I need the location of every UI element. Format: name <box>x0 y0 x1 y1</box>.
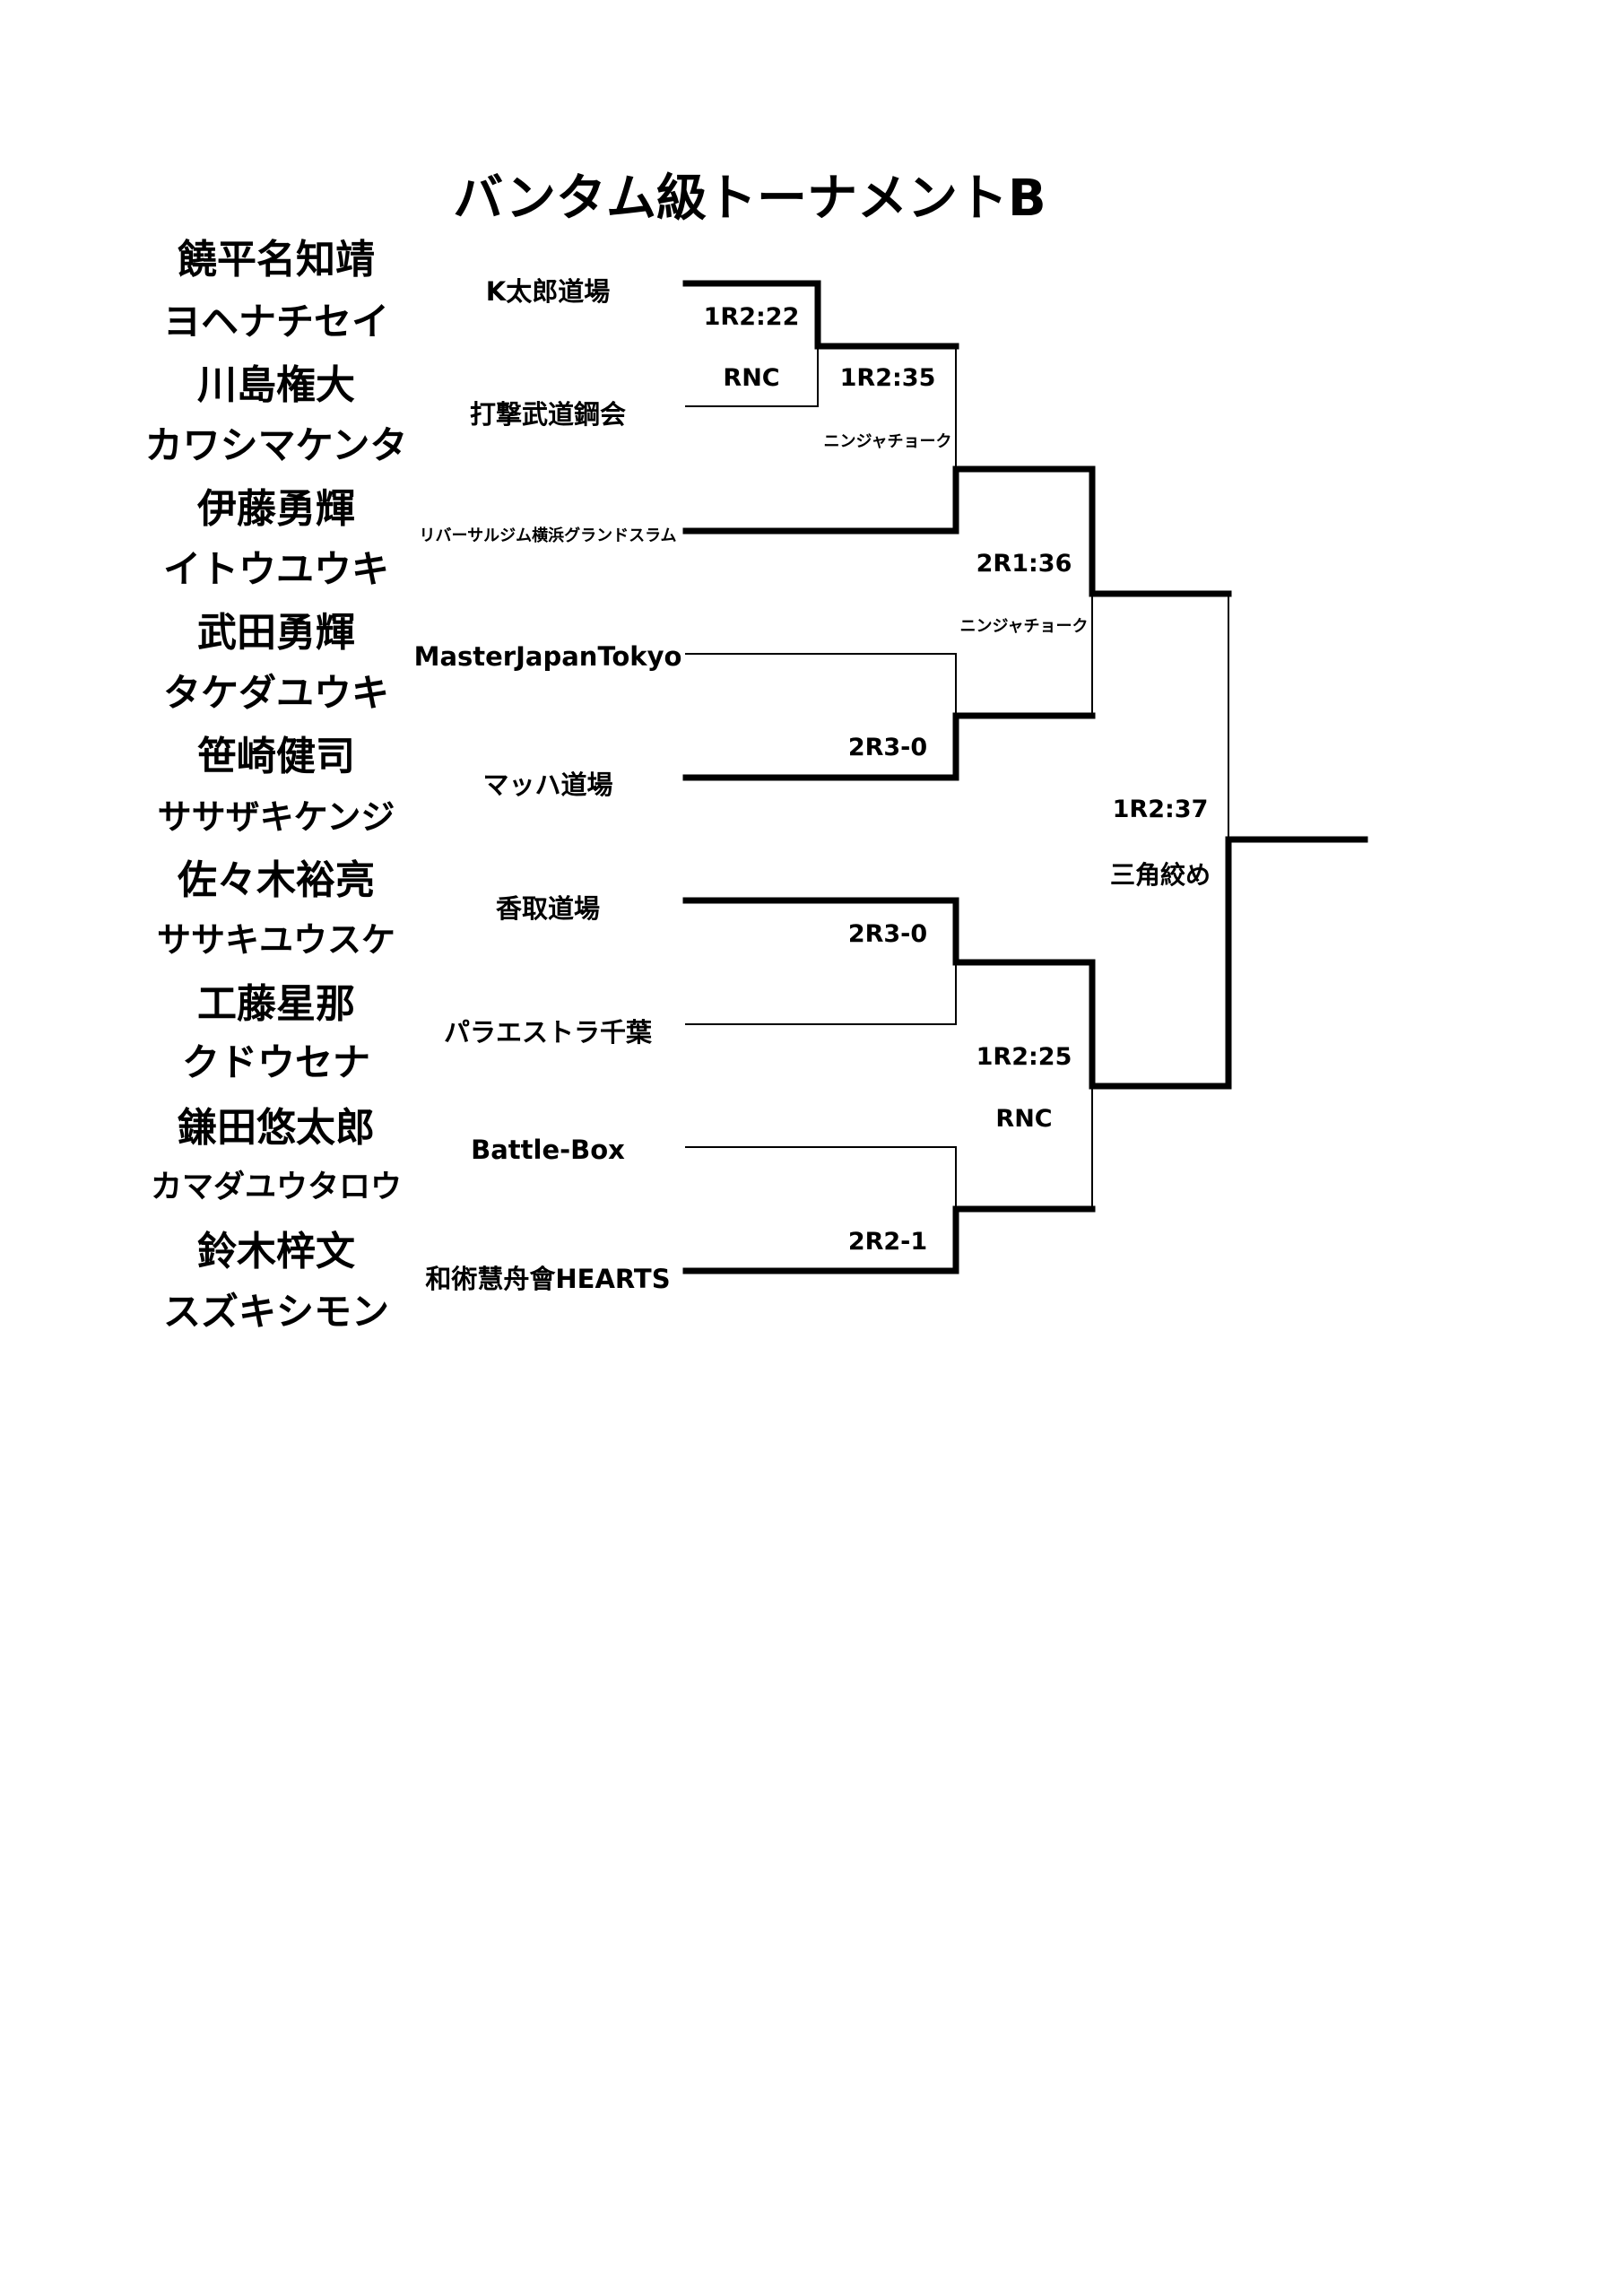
page-title: バンタム級トーナメントB <box>453 170 1046 228</box>
gym-5: マッハ道場 <box>482 770 613 800</box>
bracket-line-m1-loser <box>685 345 819 407</box>
fighter-1-reading: ヨヘナチセイ <box>162 300 390 344</box>
gym-7: パラエストラ千葉 <box>443 1017 653 1048</box>
sf2-time: 1R2:25 <box>976 1043 1072 1071</box>
fighter-1-name: 饒平名知靖 <box>178 237 375 283</box>
bracket-line-m1-winner <box>682 280 959 350</box>
bracket-line-m4-winner <box>682 897 1096 966</box>
gym-4: MasterJapanTokyo <box>413 641 682 672</box>
m3-result: 2R3-0 <box>847 734 928 761</box>
gym-6: 香取道場 <box>495 893 601 924</box>
m2-method: ニンジャチョーク <box>823 432 952 451</box>
final-time: 1R2:37 <box>1112 796 1209 823</box>
gym-3: リバーサルジム横浜グランドスラム <box>419 526 677 545</box>
gym-8: Battle-Box <box>471 1135 625 1165</box>
fighter-5-name: 笹崎健司 <box>197 734 355 779</box>
fighter-6-reading: ササキユウスケ <box>156 920 396 960</box>
bracket-line-m5-winner <box>682 1205 1096 1274</box>
fighter-6-name: 佐々木裕亮 <box>178 857 375 903</box>
fighter-9-reading: スズキシモン <box>162 1290 390 1334</box>
m4-result: 2R3-0 <box>847 920 928 948</box>
bracket-line-sf1-winner <box>1089 465 1232 597</box>
m5-result: 2R2-1 <box>847 1228 928 1256</box>
fighter-4-reading: タケダユウキ <box>162 671 390 715</box>
bracket-line-m3-winner <box>682 712 1096 781</box>
bracket-line-m4-loser <box>685 961 957 1025</box>
fighter-4-name: 武田勇輝 <box>197 610 355 656</box>
fighter-3-name: 伊藤勇輝 <box>197 486 355 532</box>
m1-method: RNC <box>723 364 780 392</box>
fighter-5-reading: ササザキケンジ <box>157 797 395 837</box>
fighter-9-name: 鈴木梓文 <box>197 1229 355 1274</box>
fighter-7-reading: クドウセナ <box>181 1040 371 1084</box>
m2-time: 1R2:35 <box>839 364 936 392</box>
fighter-2-reading: カワシマケンタ <box>144 423 408 467</box>
bracket-line-m3-loser <box>685 653 957 717</box>
sf1-method: ニンジャチョーク <box>959 617 1089 636</box>
fighter-7-name: 工藤星那 <box>197 981 355 1027</box>
bracket-line-m5-loser <box>685 1146 957 1210</box>
fighter-3-reading: イトウユウキ <box>162 547 390 591</box>
bracket-line-m2-winner <box>682 465 1096 535</box>
sf1-time: 2R1:36 <box>976 550 1072 578</box>
m1-time: 1R2:22 <box>703 303 800 331</box>
gym-9: 和術慧舟會HEARTS <box>425 1264 671 1294</box>
fighter-8-reading: カマダユウタロウ <box>150 1170 403 1205</box>
sf2-method: RNC <box>995 1105 1053 1133</box>
bracket-line-sf2-winner <box>1089 836 1232 1090</box>
final-method: 三角絞め <box>1109 860 1211 890</box>
fighter-2-name: 川島権大 <box>197 362 355 408</box>
gym-2: 打撃武道鋼会 <box>469 399 627 430</box>
fighter-8-name: 鎌田悠太郎 <box>178 1105 375 1151</box>
gym-1: K太郎道場 <box>485 276 611 307</box>
